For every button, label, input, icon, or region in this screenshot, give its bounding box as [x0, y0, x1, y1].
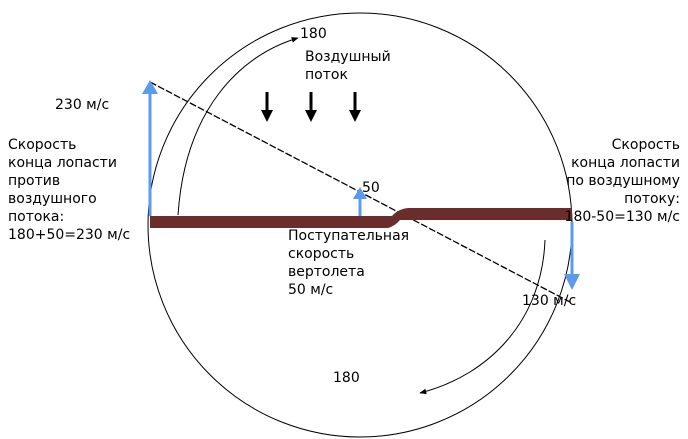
rotation-arc-top [177, 37, 299, 216]
airflow-arrows [261, 92, 361, 122]
hub-velocity-arrow [353, 187, 367, 216]
airflow-arrowhead [349, 110, 361, 122]
airflow-arrowhead [305, 110, 317, 122]
right-tip-caption: Скорость конца лопасти по воздушному пот… [564, 137, 680, 225]
rotor-blade [150, 208, 572, 228]
hub-speed-value: 50 [362, 180, 380, 196]
airflow-label: Воздушный поток [305, 49, 391, 83]
rotation-arc-bottom [419, 239, 546, 395]
top-arc-value: 180 [300, 26, 327, 42]
left-tip-velocity-arrow [142, 80, 158, 216]
bottom-arc-value: 180 [333, 370, 360, 386]
forward-speed-caption: Поступательная скорость вертолета 50 м/с [288, 228, 410, 298]
right-tip-velocity-arrow [564, 222, 580, 290]
airflow-arrowhead [261, 110, 273, 122]
left-tip-caption: Скорость конца лопасти против воздушного… [8, 137, 131, 243]
right-tip-speed-value: 130 м/с [522, 293, 577, 309]
left-tip-speed-value: 230 м/с [55, 97, 110, 113]
